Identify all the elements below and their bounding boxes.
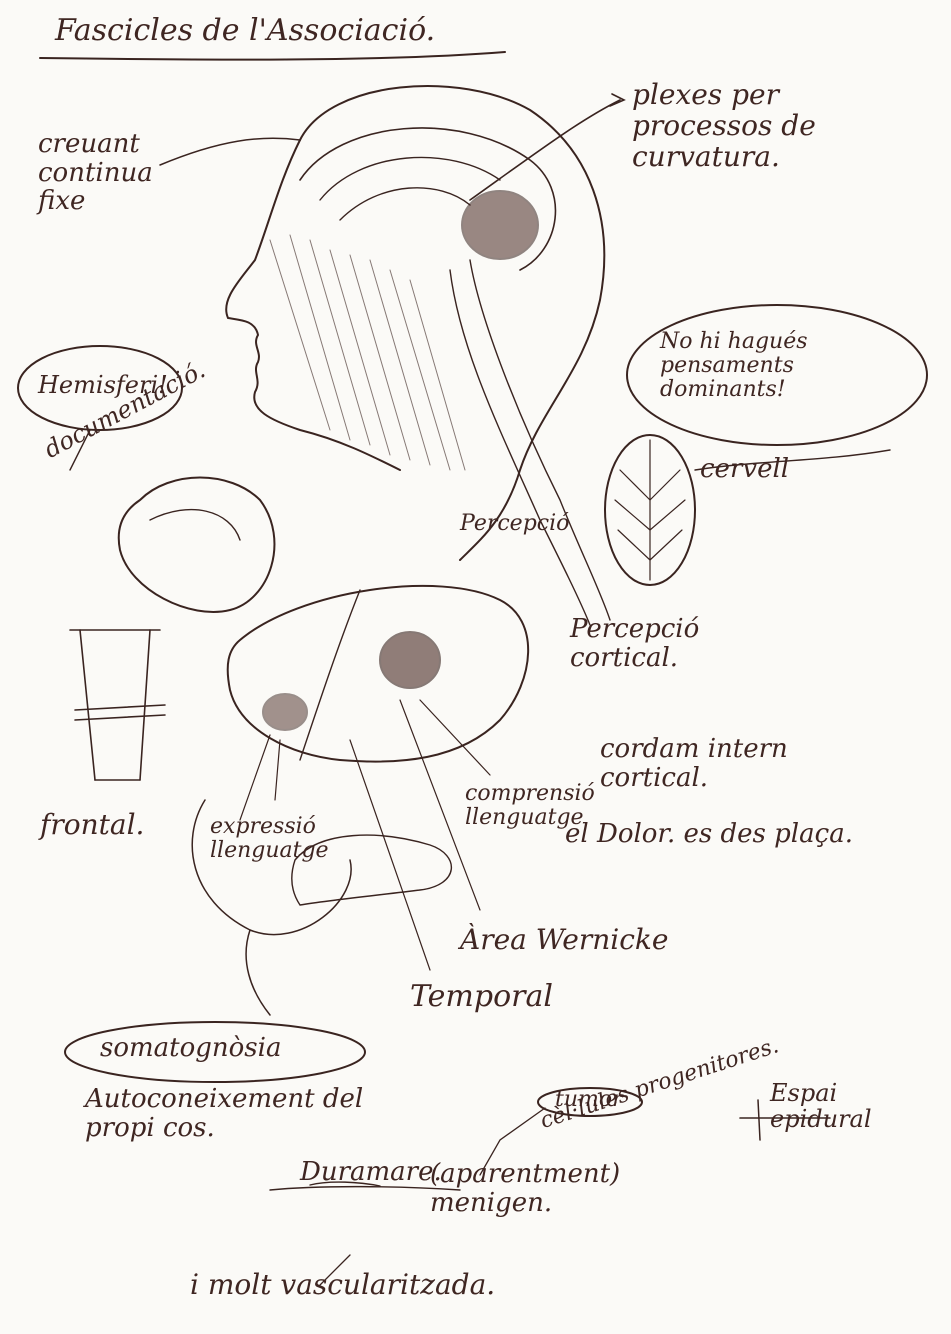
note-right-mid: cervell [700,455,789,484]
note-title: Fascicles de l'Associació. [55,14,435,47]
note-autoconeixement: Autoconeixement del propi cos. [85,1085,415,1142]
note-expressio: expressió llenguatge [210,815,360,863]
note-cordam: cordam intern cortical. [600,735,900,792]
note-aparentment: (aparentment) menigen. [430,1160,690,1217]
note-left-cross: creuant continua fixe [38,130,198,216]
note-frontal: frontal. [40,810,144,841]
head-outline [300,86,604,560]
note-bubble-right: No hi hagués pensaments dominants! [660,330,890,403]
column-sketch [70,630,165,780]
note-temporal: Temporal [410,980,553,1013]
note-vascular: i molt vascularitzada. [190,1270,495,1301]
brain-hemisphere-sketch [228,586,528,762]
title-underline [40,52,505,60]
note-dolor: el Dolor. es des plaça. [565,820,885,849]
cerebellum-shading [462,191,538,259]
note-espai: Espai epidural [770,1080,940,1133]
left-organ-sketch [119,478,275,612]
face-profile [226,140,400,470]
note-wernicke: Àrea Wernicke [460,925,668,956]
note-center-label: Percepció [460,512,569,536]
note-duramare: Duramare. [300,1158,442,1187]
note-right-top: plexes per processos de curvatura. [632,80,912,172]
note-percepcio: Percepció cortical. [570,615,790,672]
note-somatognosia: somatognòsia [100,1034,281,1063]
brain-shading-region [380,632,440,688]
